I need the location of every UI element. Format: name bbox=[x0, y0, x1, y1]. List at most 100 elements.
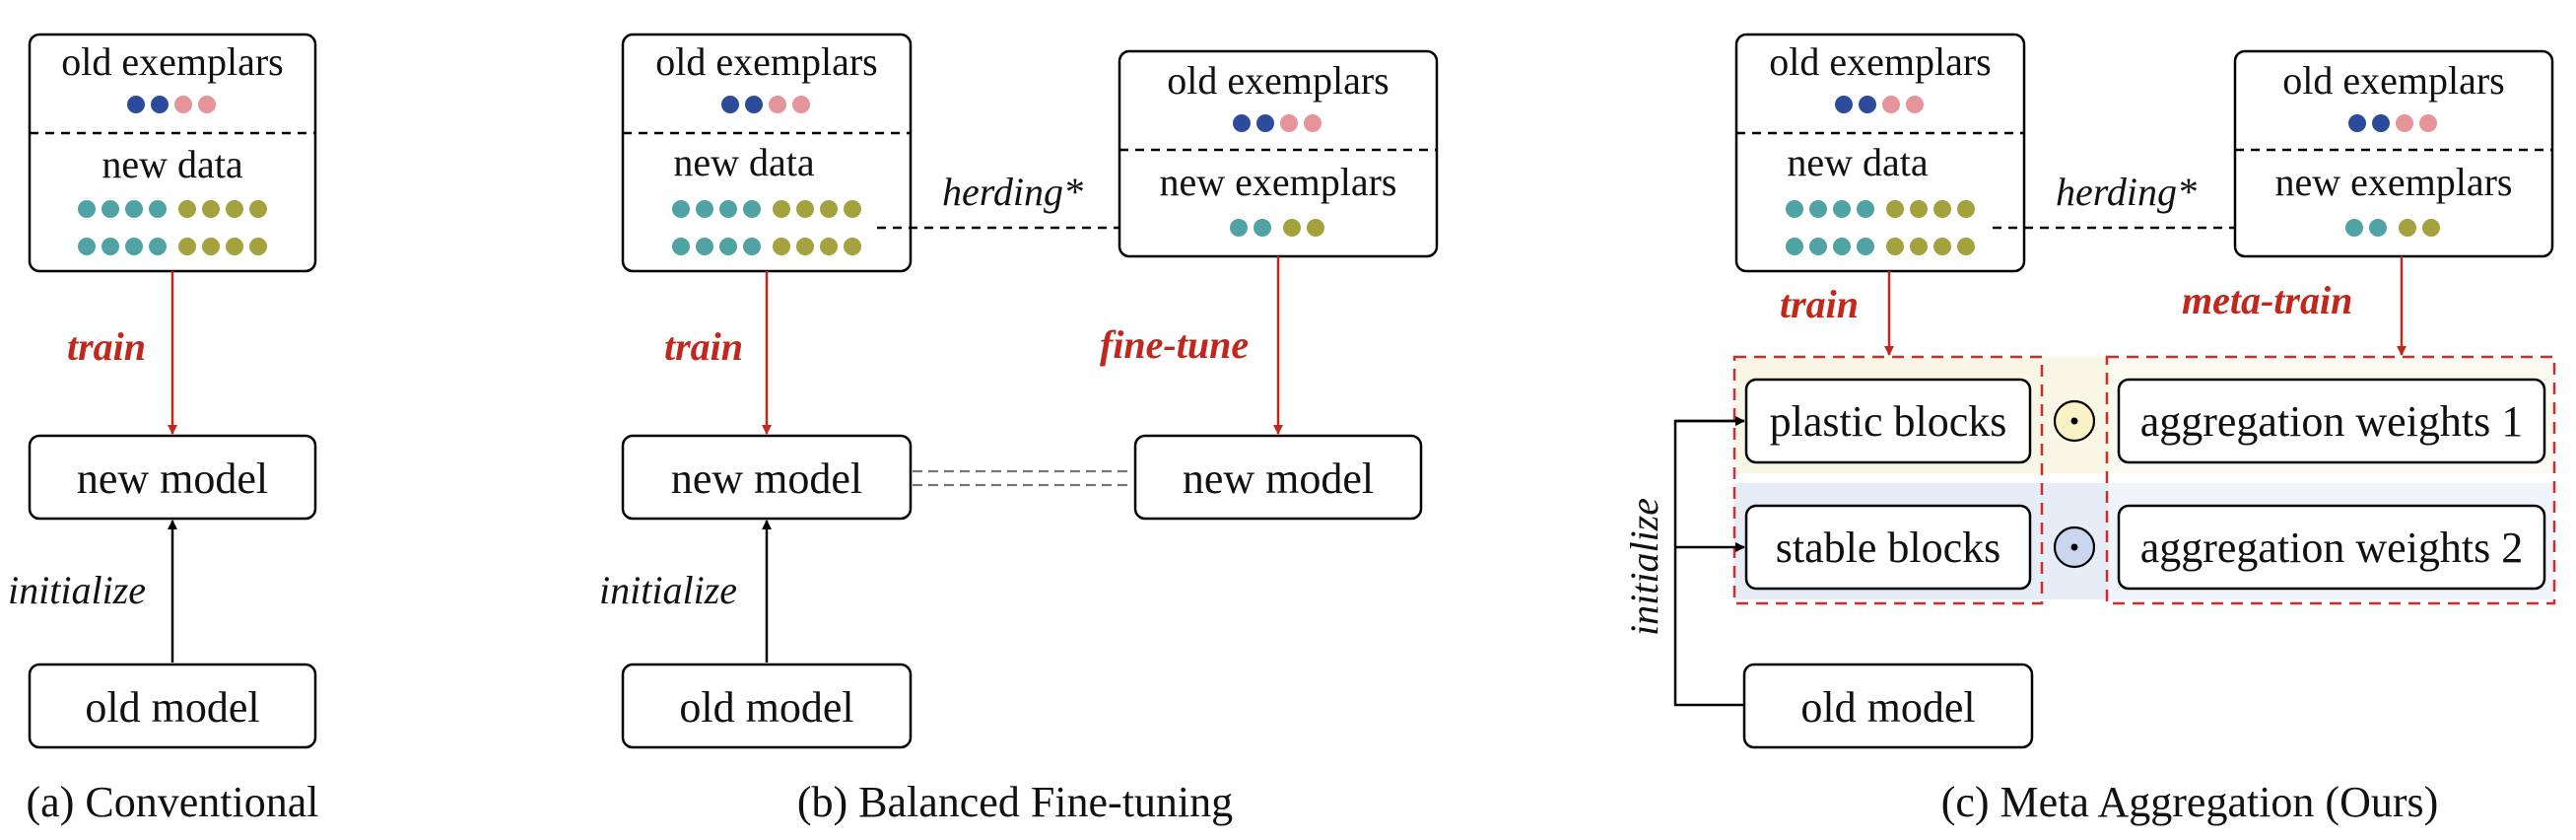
dot-teal bbox=[1254, 219, 1271, 237]
old-model-box bbox=[621, 663, 913, 749]
new-exemplar-dots bbox=[1230, 219, 1324, 237]
dot-teal bbox=[743, 200, 761, 218]
new-data-label: new data bbox=[1787, 140, 1929, 184]
new-data-dots bbox=[672, 200, 861, 255]
caption-c: (c) Meta Aggregation (Ours) bbox=[1941, 778, 2439, 826]
dot-teal bbox=[102, 200, 119, 218]
train-label: train bbox=[664, 324, 743, 369]
dot-teal bbox=[78, 200, 96, 218]
dot-teal bbox=[149, 238, 167, 255]
dot-olive bbox=[820, 200, 838, 218]
dot-teal bbox=[719, 200, 737, 218]
dot-dark-blue bbox=[745, 96, 763, 113]
old-model-label: old model bbox=[679, 683, 853, 732]
dot-pink bbox=[2419, 114, 2437, 132]
dot-olive bbox=[1957, 238, 1975, 255]
dot-pink bbox=[792, 96, 810, 113]
stable-blocks-box bbox=[1744, 504, 2032, 591]
dot-teal bbox=[125, 200, 143, 218]
operator-dot bbox=[2070, 417, 2078, 425]
dot-pink bbox=[769, 96, 786, 113]
dot-dark-blue bbox=[1859, 96, 1876, 113]
dot-olive bbox=[2422, 219, 2440, 237]
dot-dark-blue bbox=[2372, 114, 2390, 132]
dot-teal bbox=[1857, 238, 1874, 255]
exemplars-box-c bbox=[2233, 49, 2554, 258]
initialize-label: initialize bbox=[599, 568, 737, 612]
dot-olive bbox=[1910, 238, 1928, 255]
initialize-bracket bbox=[1673, 419, 1744, 707]
dot-olive bbox=[1307, 219, 1324, 237]
new-model-label: new model bbox=[77, 455, 268, 503]
dot-dark-blue bbox=[2348, 114, 2366, 132]
dot-dark-blue bbox=[1256, 114, 1274, 132]
new-data-dots bbox=[1786, 200, 1975, 255]
herding-label: herding* bbox=[2056, 170, 2197, 214]
caption-a: (a) Conventional bbox=[27, 778, 319, 826]
dot-teal bbox=[1230, 219, 1248, 237]
dot-olive bbox=[249, 238, 267, 255]
finetuned-model-box bbox=[1133, 434, 1423, 521]
dot-teal bbox=[1833, 238, 1851, 255]
weights-group-border bbox=[2105, 355, 2556, 605]
dot-olive bbox=[1910, 200, 1928, 218]
dot-teal bbox=[1833, 200, 1851, 218]
dot-olive bbox=[226, 238, 243, 255]
dot-olive bbox=[1957, 200, 1975, 218]
dot-olive bbox=[773, 200, 790, 218]
train-label: train bbox=[1780, 282, 1859, 326]
dot-teal bbox=[1786, 238, 1803, 255]
dot-olive bbox=[1283, 219, 1301, 237]
dot-olive bbox=[1933, 200, 1951, 218]
plastic-blocks-box bbox=[1744, 378, 2032, 464]
aggregation-weights-2-box bbox=[2117, 504, 2546, 591]
old-model-box bbox=[28, 663, 317, 749]
dot-teal bbox=[149, 200, 167, 218]
fine-tune-label: fine-tune bbox=[1100, 322, 1249, 367]
dot-olive bbox=[1886, 238, 1904, 255]
dot-olive bbox=[796, 238, 814, 255]
plastic-blocks-label: plastic blocks bbox=[1770, 397, 2007, 446]
dot-dark-blue bbox=[1233, 114, 1251, 132]
dot-olive bbox=[249, 200, 267, 218]
dot-olive bbox=[820, 238, 838, 255]
new-model-box bbox=[621, 434, 913, 521]
old-exemplar-dots bbox=[2348, 114, 2437, 132]
old-exemplars-label: old exemplars bbox=[655, 39, 878, 84]
new-exemplars-label: new exemplars bbox=[2274, 160, 2512, 204]
dot-teal bbox=[125, 238, 143, 255]
caption-b: (b) Balanced Fine-tuning bbox=[797, 778, 1233, 826]
operator-dot bbox=[2070, 543, 2078, 551]
dot-olive bbox=[178, 238, 196, 255]
new-data-label: new data bbox=[102, 142, 243, 186]
old-exemplar-dots bbox=[1233, 114, 1322, 132]
old-exemplars-label: old exemplars bbox=[1769, 39, 1992, 84]
dot-olive bbox=[178, 200, 196, 218]
meta-train-label: meta-train bbox=[2182, 278, 2352, 322]
old-model-box bbox=[1742, 663, 2034, 749]
dot-pink bbox=[2396, 114, 2413, 132]
panel-c: old exemplars new data bbox=[1622, 33, 2556, 826]
old-exemplar-dots bbox=[1835, 96, 1924, 113]
dot-pink bbox=[1304, 114, 1322, 132]
dot-olive bbox=[773, 238, 790, 255]
dot-teal bbox=[696, 200, 713, 218]
dot-dark-blue bbox=[721, 96, 739, 113]
dot-teal bbox=[672, 238, 690, 255]
dot-teal bbox=[2345, 219, 2363, 237]
old-exemplar-dots bbox=[721, 96, 810, 113]
dot-olive bbox=[1886, 200, 1904, 218]
dot-olive bbox=[1933, 238, 1951, 255]
dot-dark-blue bbox=[127, 96, 145, 113]
dot-teal bbox=[2369, 219, 2387, 237]
dot-teal bbox=[672, 200, 690, 218]
new-model-label: new model bbox=[671, 455, 862, 503]
old-exemplars-label: old exemplars bbox=[1167, 58, 1390, 103]
train-label: train bbox=[67, 324, 146, 369]
aggregation-weights-1-box bbox=[2117, 378, 2546, 464]
dot-olive bbox=[844, 238, 861, 255]
dot-olive bbox=[202, 238, 220, 255]
panel-a: old exemplars new data bbox=[8, 33, 319, 826]
dot-teal bbox=[102, 238, 119, 255]
